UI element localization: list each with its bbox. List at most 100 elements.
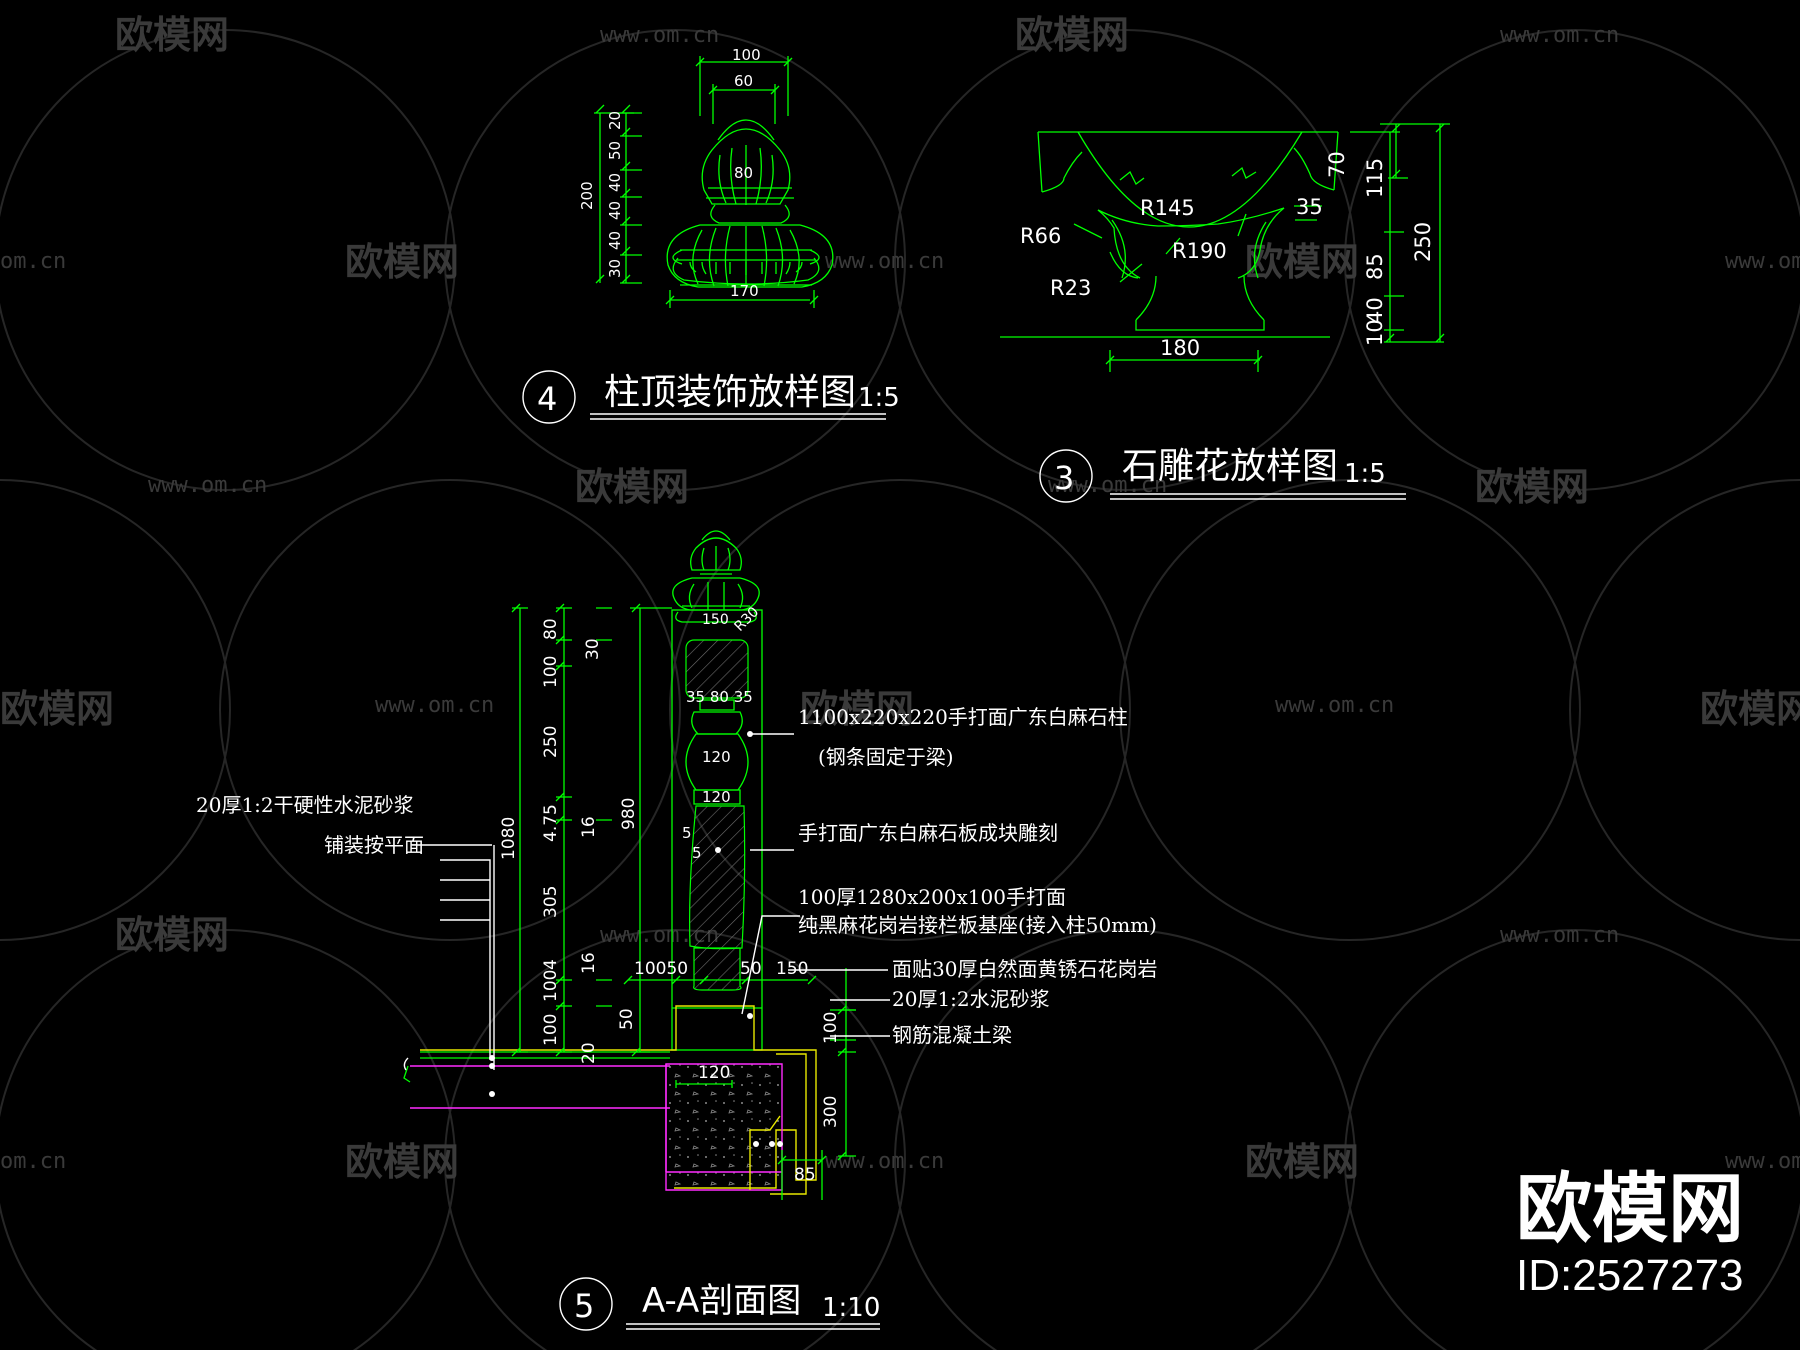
watermark-logo: 欧模网	[575, 465, 689, 509]
dim-r145: R145	[1140, 196, 1195, 220]
detail-3-number: 3	[1054, 459, 1074, 497]
note-plinth: 100厚1280x200x100手打面	[798, 885, 1066, 909]
dim-200: 200	[578, 181, 596, 210]
detail-4-title: 柱顶装饰放样图	[604, 372, 856, 413]
dim-115: 115	[1363, 158, 1387, 198]
dim-r23: R23	[1050, 276, 1091, 300]
dim-10: 10	[1363, 319, 1387, 346]
watermark-url: om.cn	[0, 249, 66, 274]
watermark-logo: 欧模网	[1475, 465, 1589, 509]
watermark-logo: 欧模网	[0, 687, 114, 731]
detail-5-title: A-A剖面图	[642, 1281, 801, 1321]
dim-300: 300	[821, 1096, 841, 1128]
note-dry-mortar: 20厚1:2干硬性水泥砂浆	[196, 793, 414, 817]
dim-35-80-35: 35 80 35	[686, 688, 753, 706]
detail-4-number: 4	[537, 380, 557, 418]
dim-1080: 1080	[499, 817, 519, 860]
watermark-url: www.om.cn	[825, 249, 944, 274]
detail-4-number-circle	[522, 370, 576, 424]
note-carving: 手打面广东白麻石板成块雕刻	[798, 821, 1058, 845]
watermark-url: www.om.cn	[1725, 1149, 1800, 1174]
dim-16a: 16	[579, 816, 599, 838]
dim-170: 170	[730, 282, 759, 300]
dim-4: 4	[541, 959, 561, 970]
carving-dimension-lines	[1073, 123, 1450, 372]
section-dims: 150 R30 35 80 35 120 120 5 5 80 30 100 2…	[499, 604, 841, 1185]
dim-100b: 100	[541, 970, 561, 1002]
watermark-url: www.om.cn	[375, 693, 494, 718]
dim-20: 20	[579, 1042, 599, 1064]
note-paving: 铺装按平面	[324, 833, 424, 857]
watermark-url: www.om.cn	[1500, 23, 1619, 48]
detail-4-scale: 1:5	[858, 383, 900, 413]
watermark-logo: 欧模网	[1015, 13, 1129, 57]
watermark-url: om.cn	[0, 1149, 66, 1174]
watermark-logo: 欧模网	[800, 687, 914, 731]
carving-outline	[1000, 131, 1339, 338]
detail-3-stone-carving: R145 R66 R190 R23 35 70 115 250 85 40 10…	[1000, 123, 1450, 503]
watermark-logo: 欧模网	[115, 913, 229, 957]
detail-5-section: 150 R30 35 80 35 120 120 5 5 80 30 100 2…	[196, 530, 1157, 1331]
detail-5-scale: 1:10	[822, 1293, 880, 1323]
detail-3-underline	[1110, 493, 1406, 500]
watermark-circles	[0, 29, 1800, 1350]
dim-30: 30	[606, 259, 624, 278]
dim-16b: 16	[579, 952, 599, 974]
watermark-logo: 欧模网	[345, 1140, 459, 1184]
finial-dims: 100 60 80 170 200 20 50 40 40 40 30	[578, 46, 761, 300]
detail-4-finial: 100 60 80 170 200 20 50 40 40 40 30 4 柱顶…	[522, 46, 900, 424]
dim-85: 85	[794, 1165, 816, 1185]
dim-4-75: 4.75	[541, 804, 561, 842]
dim-150: 150	[776, 959, 808, 979]
dim-85: 85	[1363, 253, 1387, 280]
watermark-url: www.om.cn	[600, 23, 719, 48]
dim-5a: 5	[682, 824, 692, 842]
watermark-logo: 欧模网	[345, 240, 459, 284]
base-slab	[403, 1005, 817, 1195]
dim-40c: 40	[606, 231, 624, 250]
detail-5-number: 5	[574, 1287, 594, 1325]
dim-250: 250	[541, 726, 561, 758]
dim-120a: 120	[702, 748, 731, 766]
brand-logo: 欧模网	[1516, 1164, 1744, 1253]
detail-3-title: 石雕花放样图	[1122, 446, 1338, 487]
dim-30: 30	[583, 638, 603, 660]
dim-35: 35	[1296, 195, 1323, 219]
watermark-logo: 欧模网	[115, 13, 229, 57]
section-notes: 1100x220x220手打面广东白麻石柱 (钢条固定于梁) 手打面广东白麻石板…	[196, 705, 1157, 1047]
detail-4-underline	[590, 413, 886, 420]
note-facing: 面贴30厚白然面黄锈石花岗岩	[892, 957, 1157, 981]
watermark-logo: 欧模网	[1245, 240, 1359, 284]
watermark-url: www.om.cn	[1500, 923, 1619, 948]
leader-dots	[489, 731, 783, 1147]
dim-70: 70	[1325, 151, 1349, 178]
dim-100d: 100	[821, 1012, 841, 1044]
dim-40a: 40	[606, 173, 624, 192]
section-dimension-lines	[511, 603, 856, 1200]
detail-3-scale: 1:5	[1344, 459, 1386, 489]
dim-80: 80	[541, 618, 561, 640]
dim-10050: 10050	[634, 959, 688, 979]
detail-5-underline	[626, 1323, 880, 1330]
dim-100: 100	[732, 46, 761, 64]
carving-dims: R145 R66 R190 R23 35 70 115 250 85 40 10…	[1020, 151, 1435, 360]
detail-3-number-circle	[1039, 449, 1093, 503]
dim-150-top: 150	[702, 612, 729, 628]
note-plinth-sub: 纯黑麻花岗岩接栏板基座(接入柱50mm)	[798, 913, 1157, 937]
dim-980: 980	[619, 798, 639, 830]
dim-20: 20	[606, 111, 624, 130]
note-column: 1100x220x220手打面广东白麻石柱	[798, 705, 1128, 729]
note-mortar: 20厚1:2水泥砂浆	[892, 987, 1050, 1011]
dim-120c: 120	[698, 1063, 730, 1083]
dim-100c: 100	[541, 1014, 561, 1046]
section-leader-lines	[412, 733, 890, 1070]
watermark-urls: www.om.cn www.om.cn om.cn www.om.cn www.…	[0, 23, 1800, 1174]
dim-180: 180	[1160, 336, 1200, 360]
dim-r30: R30	[732, 604, 763, 635]
dim-40b: 40	[606, 201, 624, 220]
detail-5-number-circle	[559, 1277, 613, 1331]
dim-50: 50	[740, 959, 762, 979]
watermark-url: www.om.cn	[148, 473, 267, 498]
note-column-sub: (钢条固定于梁)	[818, 745, 954, 769]
